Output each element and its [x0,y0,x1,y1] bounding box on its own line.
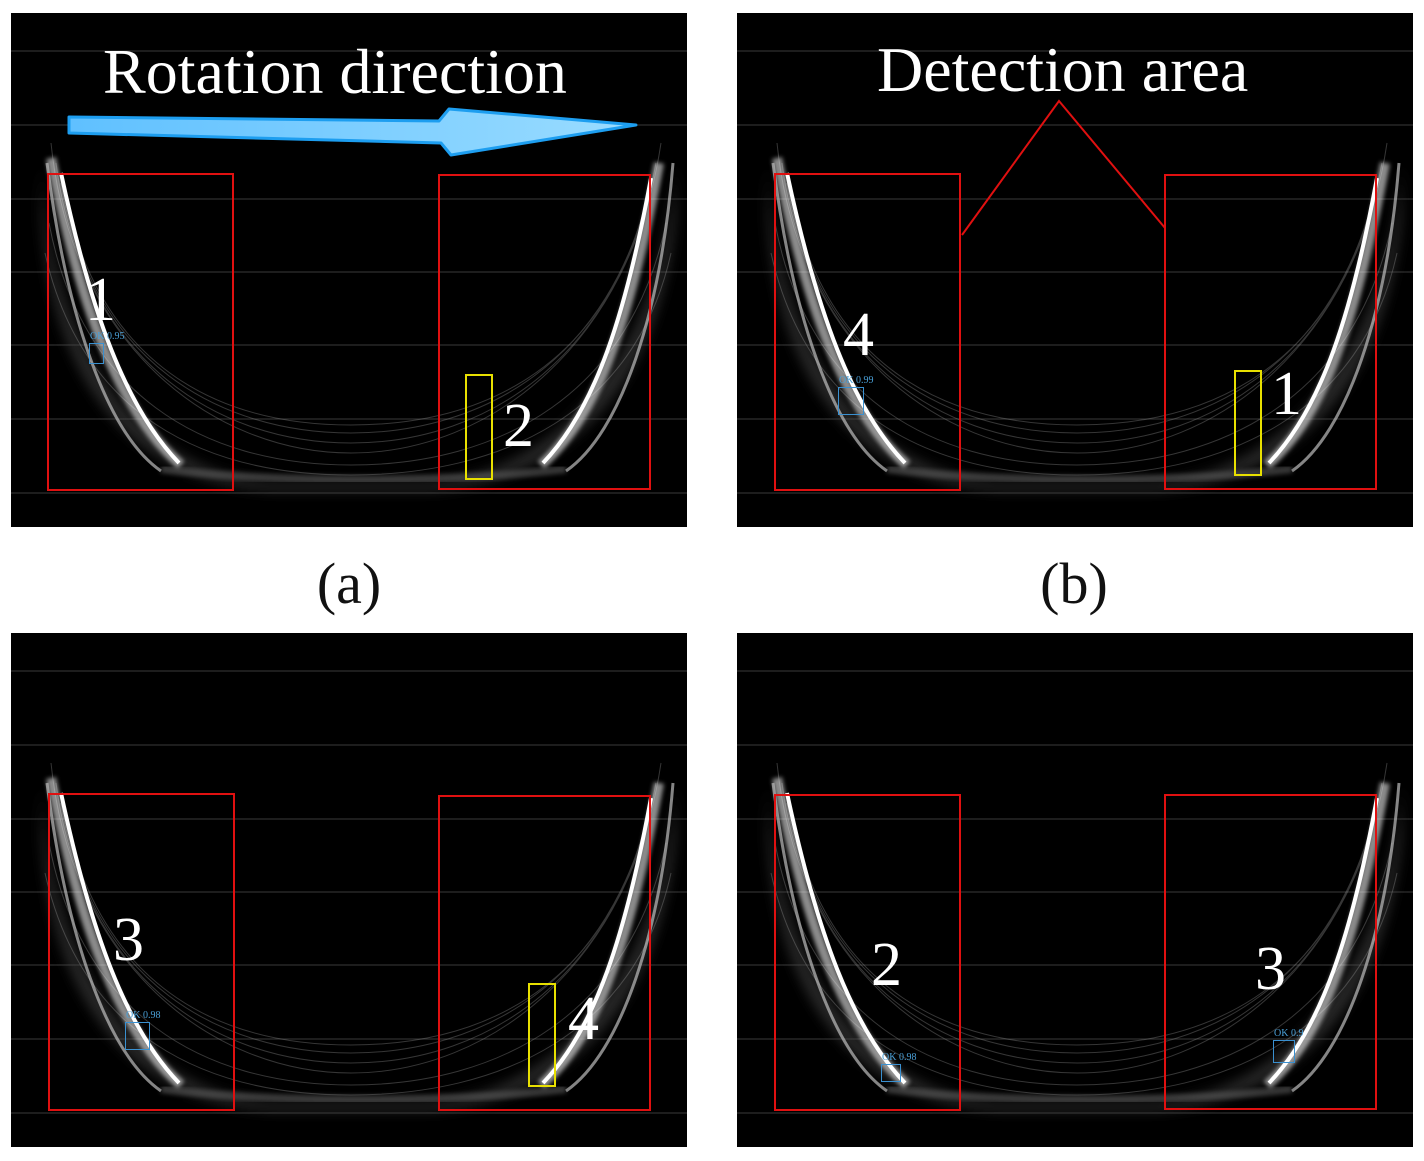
detection-area-title: Detection area [877,34,1249,105]
ok-detection-label: OK 0.99 [839,375,874,386]
detection-area-right [1164,174,1377,490]
panel-c: OK 0.98 3 4 [11,633,687,1147]
object-number: 2 [871,931,902,999]
object-number: 2 [503,392,534,460]
object-number: 4 [843,301,874,369]
detection-area-pointer [961,99,1166,236]
panel-a: Rotation direction OK 0.95 1 2 [11,13,687,527]
detection-area-right [1164,794,1377,1110]
ok-detection-box [125,1022,150,1050]
tracked-object-box [1234,370,1262,476]
object-number: 1 [85,266,116,334]
ok-detection-label: OK 0.98 [126,1010,161,1021]
panel-b-xray-image [737,13,1413,527]
tracked-object-box [528,983,556,1087]
tracked-object-box [465,374,493,480]
panel-d: OK 0.98 OK 0.9 2 3 [737,633,1413,1147]
object-number: 1 [1271,360,1302,428]
object-number: 4 [568,985,599,1053]
ok-detection-label: OK 0.9 [1274,1028,1304,1039]
ok-detection-box [881,1064,901,1082]
caption-a: (a) [316,551,382,616]
detection-area-left [774,794,961,1111]
object-number: 3 [113,906,144,974]
detection-area-right [438,795,651,1111]
detection-area-right [438,174,651,490]
ok-detection-box [838,387,864,415]
caption-b: (b) [1040,551,1108,616]
detection-area-left [774,173,961,491]
detection-area-left [47,173,234,491]
rotation-direction-label: Rotation direction [103,36,567,107]
panel-a-xray-image [11,13,687,527]
ok-detection-box [89,343,104,364]
ok-detection-label: OK 0.95 [90,331,125,342]
detection-area-left [48,793,235,1111]
ok-detection-label: OK 0.98 [882,1052,917,1063]
panel-b: Detection area OK 0.99 4 1 [737,13,1413,527]
object-number: 3 [1255,935,1286,1003]
rotation-arrow [67,107,638,157]
ok-detection-box [1273,1040,1295,1063]
